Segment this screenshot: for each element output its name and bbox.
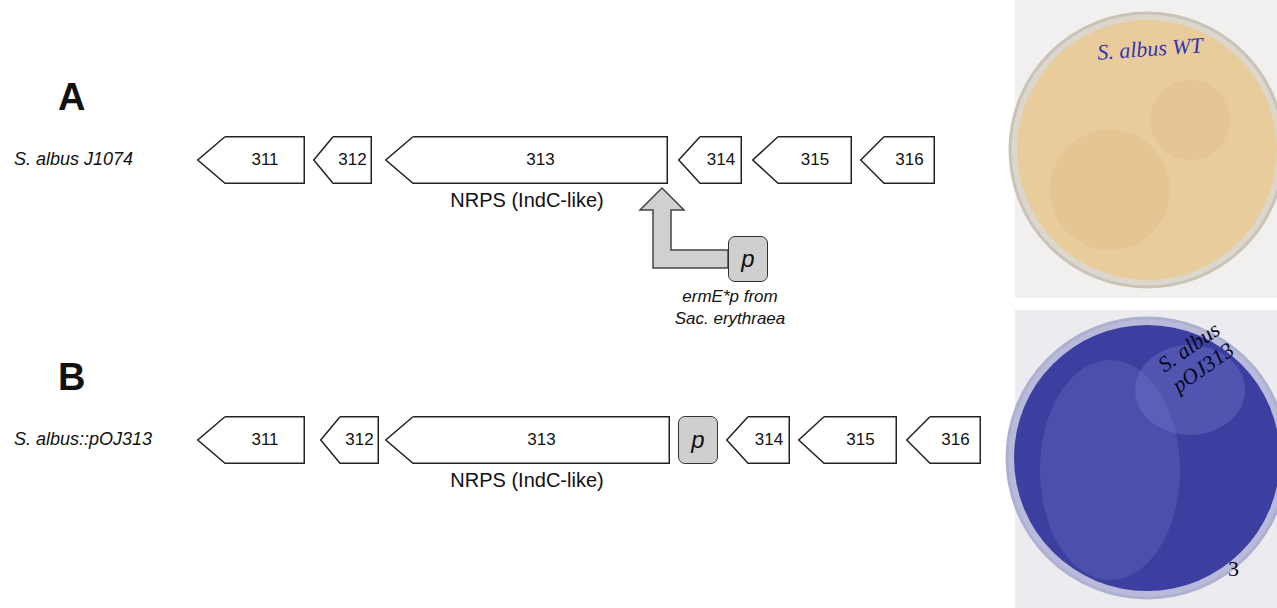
promoter-label: Sac. erythraea (675, 309, 786, 329)
promoter-box: p (678, 416, 718, 464)
gene-arrow: 314 (678, 136, 742, 184)
gene-arrow: 315 (798, 416, 897, 464)
agar-plate (1017, 20, 1277, 280)
gene-arrow-path (799, 417, 897, 464)
gene-arrow-path (314, 137, 372, 184)
gene-number: 311 (251, 150, 278, 170)
plate-handwriting: 3 (1228, 556, 1239, 581)
gene-arrow-path (386, 137, 668, 184)
panel-letter: B (58, 356, 85, 400)
promoter-symbol: p (741, 245, 754, 273)
gene-annotation: NRPS (IndC-like) (450, 469, 603, 492)
gene-arrow-path (679, 137, 742, 184)
promoter-label: ermE*p from (682, 287, 777, 307)
gene-arrow: 311 (197, 136, 305, 184)
gene-arrow-outline (197, 136, 305, 184)
gene-number: 312 (345, 430, 373, 450)
panel-letter: A (58, 76, 85, 120)
gene-arrow-outline (197, 416, 305, 464)
gene-number: 314 (707, 150, 735, 170)
gene-number: 316 (895, 150, 923, 170)
gene-arrow-path (753, 137, 852, 184)
gene-number: 311 (251, 430, 278, 450)
gene-number: 315 (801, 150, 829, 170)
colony-growth (1150, 80, 1230, 160)
strain-name: S. albus J1074 (14, 149, 133, 170)
gene-arrow: 311 (197, 416, 305, 464)
gene-arrow-path (198, 417, 305, 464)
plate-rim (1007, 318, 1277, 598)
gene-arrow: 316 (860, 136, 935, 184)
gene-arrow: 312 (320, 416, 379, 464)
colony-growth (1050, 130, 1170, 250)
plate-rim (1010, 13, 1277, 287)
gene-arrow: 314 (726, 416, 790, 464)
gene-number: 314 (755, 430, 783, 450)
promoter-box: p (728, 236, 768, 282)
gene-arrow-path (198, 137, 305, 184)
gene-arrow-path (386, 417, 670, 464)
gene-arrow: 313 (385, 416, 670, 464)
agar-plate (1014, 325, 1277, 591)
gene-number: 313 (527, 430, 555, 450)
gene-annotation: NRPS (IndC-like) (450, 189, 603, 212)
gene-arrow: 316 (906, 416, 981, 464)
gene-arrow-path (861, 137, 935, 184)
promoter-symbol: p (691, 426, 704, 454)
gene-arrow-path (727, 417, 790, 464)
gene-arrow-path (321, 417, 379, 464)
gene-arrow: 313 (385, 136, 668, 184)
gene-arrow-path (907, 417, 981, 464)
gene-number: 312 (338, 150, 366, 170)
gene-number: 316 (941, 430, 969, 450)
gene-number: 315 (846, 430, 874, 450)
gene-number: 313 (526, 150, 554, 170)
promoter-bent-arrow (640, 188, 728, 268)
strain-name: S. albus::pOJ313 (14, 429, 152, 450)
gene-arrow: 312 (313, 136, 372, 184)
gene-arrow: 315 (752, 136, 852, 184)
